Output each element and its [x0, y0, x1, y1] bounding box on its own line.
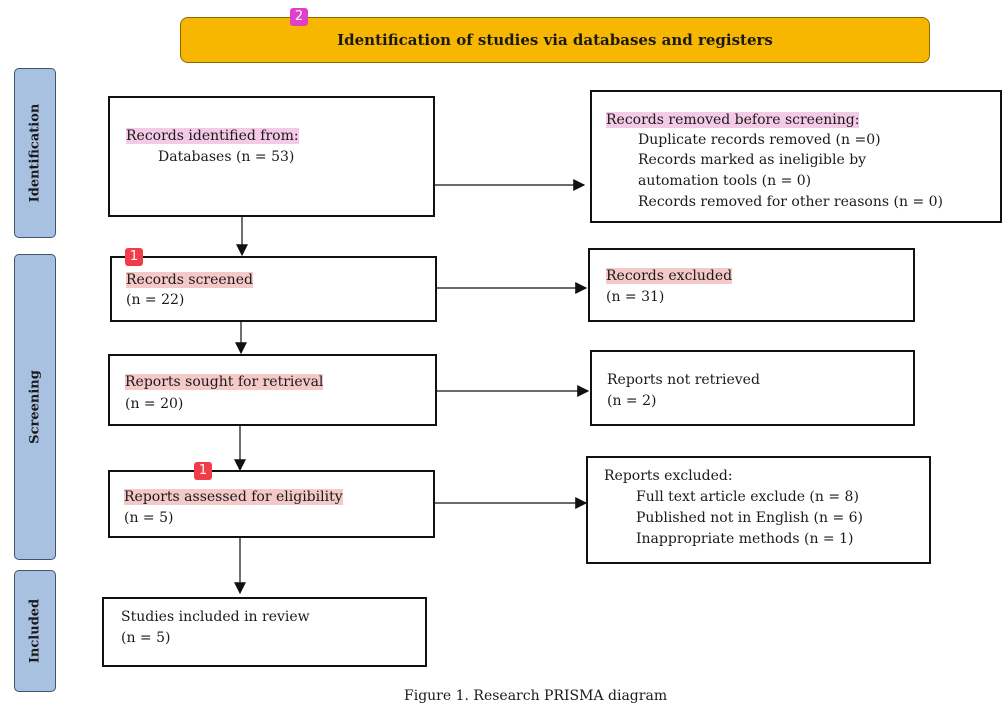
header-badge: 2	[290, 8, 308, 26]
studies-included-label: Studies included in review	[121, 609, 310, 625]
phase-included: Included	[14, 570, 56, 692]
reports-assessed-count: (n = 5)	[124, 510, 174, 526]
header-title: Identification of studies via databases …	[337, 31, 773, 49]
reports-sought-label: Reports sought for retrieval	[125, 374, 324, 390]
header-banner: Identification of studies via databases …	[180, 17, 930, 63]
removed-duplicates: Duplicate records removed (n =0)	[638, 132, 881, 148]
phase-screening: Screening	[14, 254, 56, 560]
removed-other: Records removed for other reasons (n = 0…	[638, 194, 943, 210]
studies-included-count: (n = 5)	[121, 630, 171, 646]
reports-excluded-heading: Reports excluded:	[604, 468, 733, 484]
records-excluded-count: (n = 31)	[606, 289, 665, 305]
screened-badge: 1	[125, 248, 143, 266]
box-reports-sought	[108, 354, 437, 426]
box-records-excluded	[588, 248, 915, 322]
removed-heading: Records removed before screening:	[606, 112, 860, 128]
box-reports-not-retrieved	[590, 350, 915, 426]
reports-excluded-methods: Inappropriate methods (n = 1)	[636, 531, 854, 547]
figure-caption: Figure 1. Research PRISMA diagram	[404, 688, 668, 704]
box-studies-included	[102, 597, 427, 667]
records-excluded-label: Records excluded	[606, 268, 733, 284]
phase-identification: Identification	[14, 68, 56, 238]
reports-not-retrieved-count: (n = 2)	[607, 393, 657, 409]
removed-ineligible: Records marked as ineligible by	[638, 152, 867, 168]
assessed-badge: 1	[194, 462, 212, 480]
reports-excluded-language: Published not in English (n = 6)	[636, 510, 864, 526]
box-records-screened	[110, 256, 437, 322]
reports-assessed-label: Reports assessed for eligibility	[124, 489, 343, 505]
box-reports-excluded	[586, 456, 931, 564]
records-identified-databases: Databases (n = 53)	[158, 149, 295, 165]
records-screened-label: Records screened	[126, 272, 253, 288]
box-records-identified	[108, 96, 435, 217]
reports-not-retrieved-label: Reports not retrieved	[607, 372, 760, 388]
reports-sought-count: (n = 20)	[125, 396, 184, 412]
reports-excluded-full-text: Full text article exclude (n = 8)	[636, 489, 859, 505]
removed-automation: automation tools (n = 0)	[638, 173, 812, 189]
records-identified-heading: Records identified from:	[126, 128, 299, 144]
records-screened-count: (n = 22)	[126, 292, 185, 308]
